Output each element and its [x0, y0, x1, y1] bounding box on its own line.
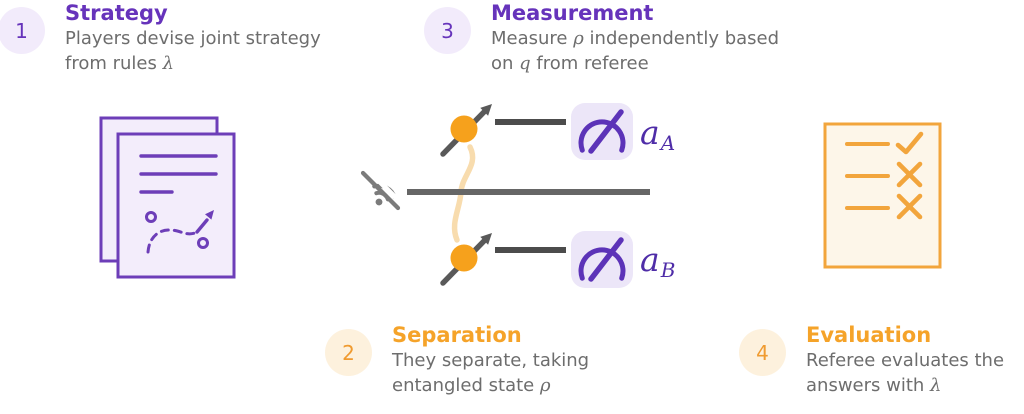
- step-title: Strategy: [65, 1, 168, 25]
- sketch-arrowhead: [205, 210, 214, 220]
- measure-gauge-a-icon: [571, 103, 633, 160]
- wifi-off-icon: [360, 167, 404, 211]
- cross-icon: [896, 193, 923, 220]
- description-line: Players devise joint strategy: [65, 28, 321, 49]
- checklist-item-lines: [845, 142, 890, 210]
- check-icon: [895, 131, 924, 155]
- step-description: They separate, taking entangled state ρ: [392, 348, 589, 398]
- description-line: Referee evaluates the: [806, 350, 1005, 371]
- checklist-icon: [823, 122, 942, 269]
- strategy-documents-icon: [99, 116, 236, 279]
- step-number-badge: 2: [325, 329, 372, 376]
- label-subscript: A: [660, 131, 676, 155]
- step-strategy: 1 Strategy Players devise joint strategy…: [0, 1, 321, 76]
- gauge-needle: [588, 237, 624, 282]
- step-title: Evaluation: [806, 323, 932, 347]
- math-symbol: q: [519, 53, 531, 74]
- step-measurement: 3 Measurement Measure ρ independently ba…: [424, 1, 779, 76]
- label-base: a: [640, 113, 660, 152]
- description-line: entangled state ρ: [392, 375, 551, 396]
- step-separation: 2 Separation They separate, taking entang…: [325, 323, 589, 398]
- meter-label-aB: aB: [640, 240, 675, 280]
- step-number-badge: 1: [0, 7, 45, 54]
- label-base: a: [640, 240, 660, 279]
- document-text-lines: [139, 154, 218, 194]
- measure-gauge-b-icon: [571, 231, 633, 288]
- qubit-b-icon: [440, 233, 492, 286]
- entangled-measurement-diagram: [360, 103, 650, 288]
- meter-label-aA: aA: [640, 113, 675, 153]
- step-description: Measure ρ independently based on q from r…: [491, 26, 779, 76]
- description-line: They separate, taking: [392, 350, 590, 371]
- step-title: Measurement: [491, 1, 654, 25]
- description-line: on q from referee: [491, 53, 649, 74]
- description-line: Measure ρ independently based: [491, 28, 780, 49]
- checklist-page: [823, 122, 942, 269]
- step-number-badge: 4: [739, 329, 786, 376]
- step-description: Referee evaluates the answers with λ: [806, 348, 1004, 398]
- description-line: answers with λ: [806, 375, 942, 396]
- step-description: Players devise joint strategy from rules …: [65, 26, 321, 76]
- front-page: [116, 132, 236, 279]
- step-title: Separation: [392, 323, 522, 347]
- math-symbol: λ: [162, 53, 175, 74]
- math-symbol: λ: [930, 375, 942, 396]
- cross-icon: [896, 161, 923, 188]
- step-evaluation: 4 Evaluation Referee evaluates the answer…: [739, 323, 1004, 398]
- step-number-badge: 3: [424, 7, 471, 54]
- description-line: from rules λ: [65, 53, 175, 74]
- math-symbol: ρ: [539, 375, 551, 396]
- math-symbol: ρ: [573, 28, 584, 49]
- label-subscript: B: [660, 258, 676, 282]
- gauge-needle: [588, 109, 624, 154]
- strategy-sketch: [145, 210, 214, 254]
